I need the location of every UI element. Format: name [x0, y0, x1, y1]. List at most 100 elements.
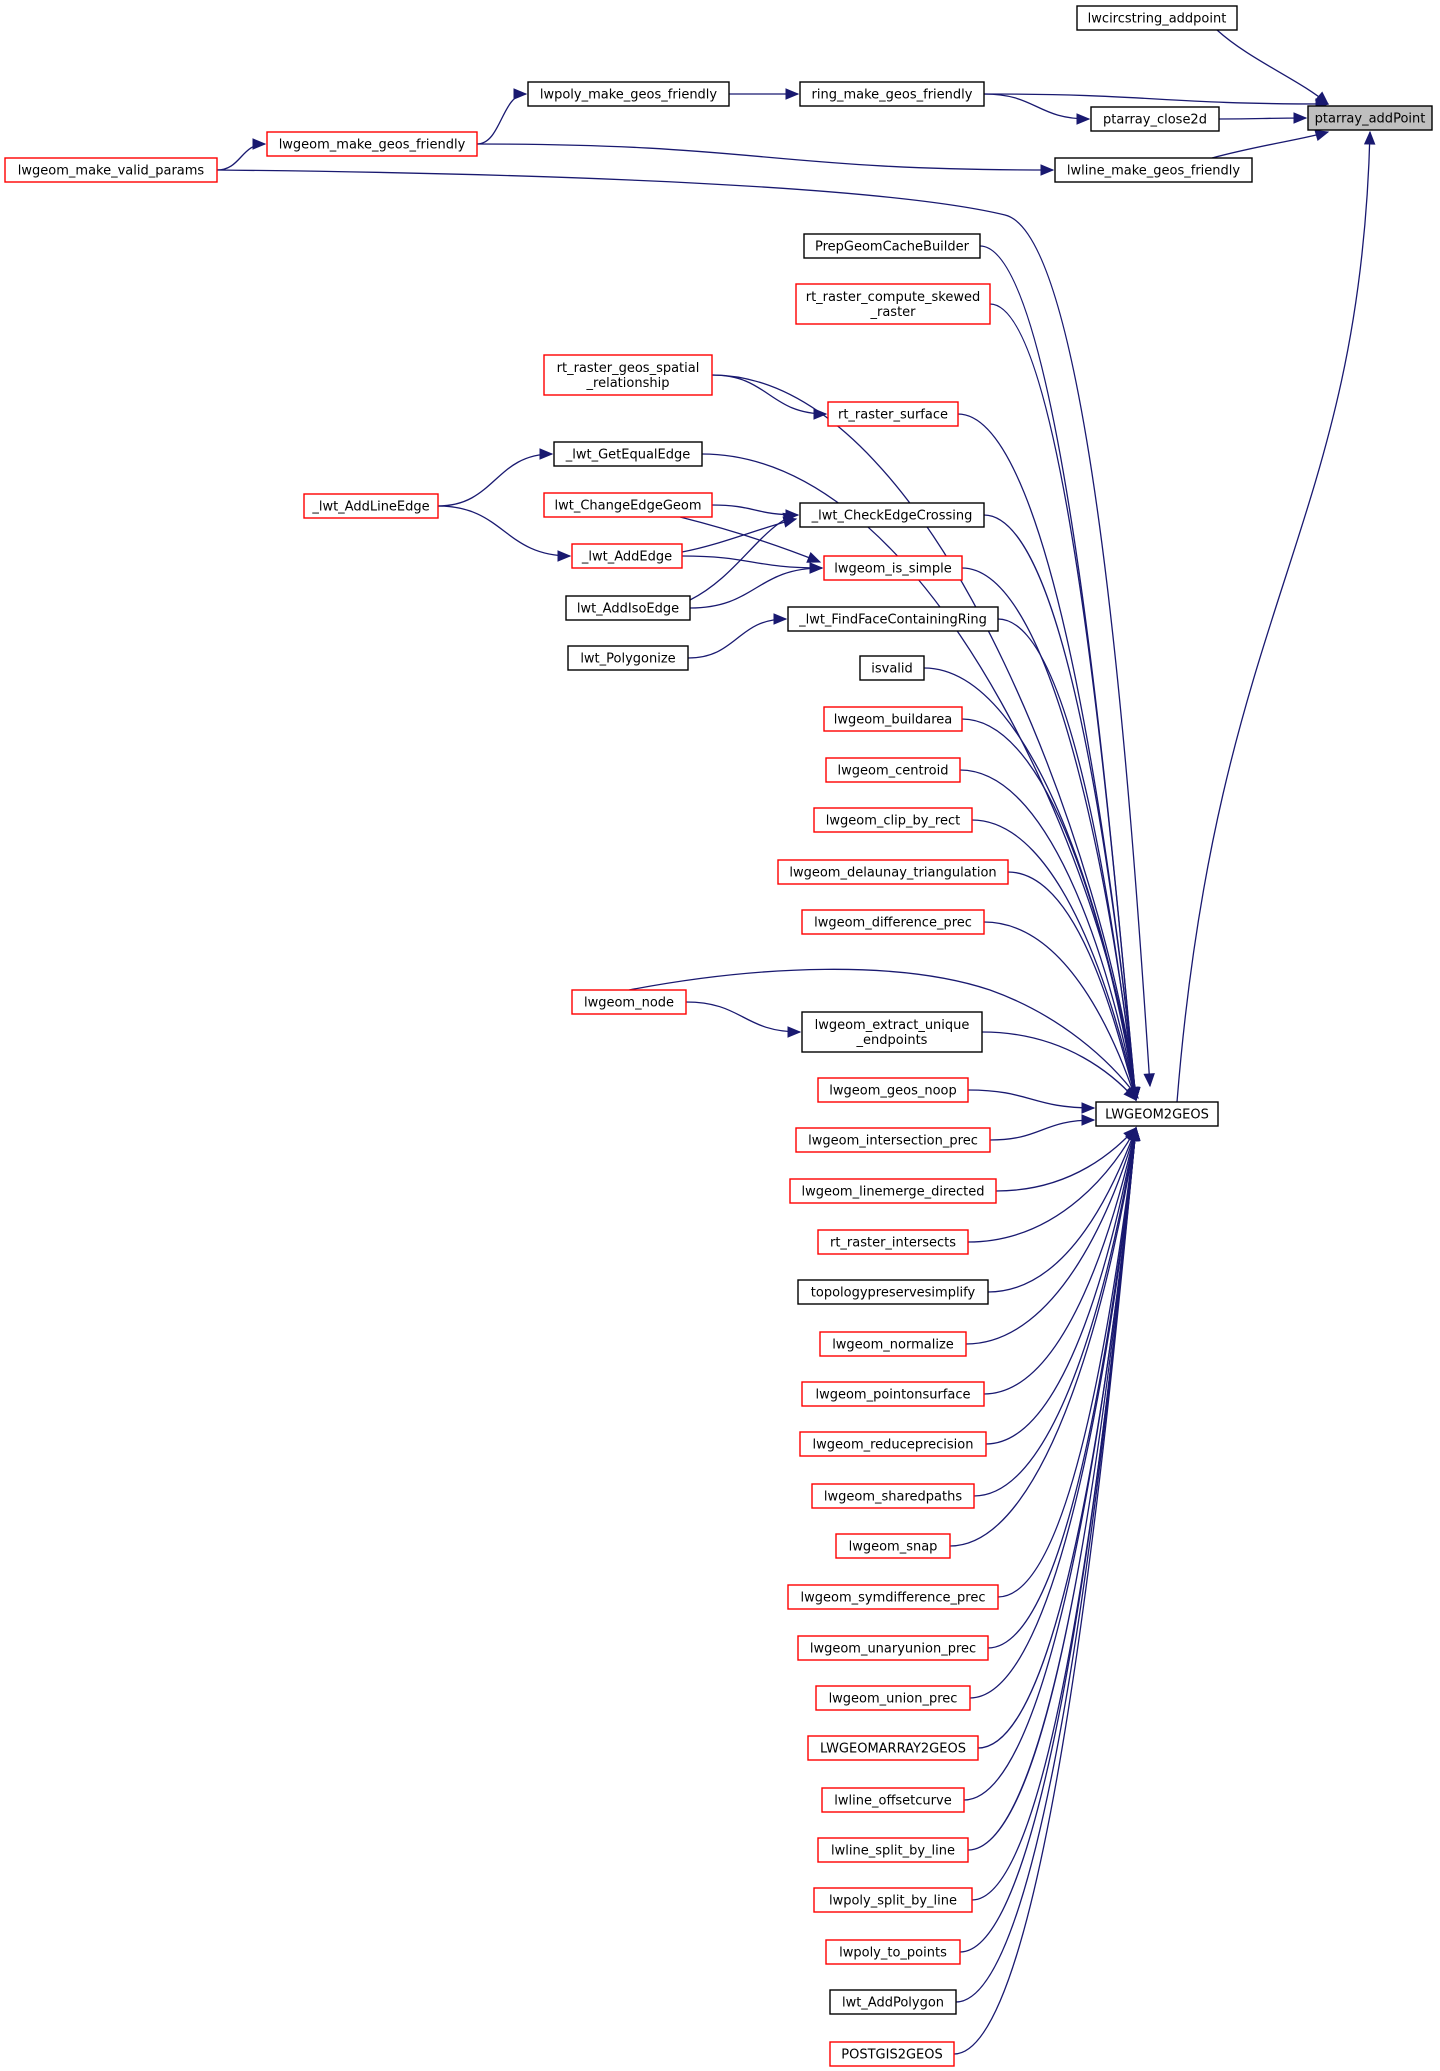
node-PrepGeomCacheBuilder[interactable]: PrepGeomCacheBuilder: [803, 233, 981, 259]
node-lwgeom_is_simple[interactable]: lwgeom_is_simple: [823, 555, 963, 581]
node-box-rt_raster_surface[interactable]: [827, 401, 959, 427]
node-lwgeom_delaunay_triangulation[interactable]: lwgeom_delaunay_triangulation: [777, 859, 1009, 885]
node-lwgeom_geos_noop[interactable]: lwgeom_geos_noop: [817, 1077, 969, 1103]
node-lwline_split_by_line[interactable]: lwline_split_by_line: [817, 1837, 969, 1863]
node-box-_lwt_AddEdge[interactable]: [571, 543, 683, 569]
node-LWGEOMARRAY2GEOS[interactable]: LWGEOMARRAY2GEOS: [807, 1735, 979, 1761]
node-box-lwgeom_difference_prec[interactable]: [801, 909, 985, 935]
node-POSTGIS2GEOS[interactable]: POSTGIS2GEOS: [829, 2041, 955, 2067]
node-lwgeom_node[interactable]: lwgeom_node: [571, 989, 687, 1015]
node-lwpoly_make_geos_friendly[interactable]: lwpoly_make_geos_friendly: [527, 81, 730, 107]
node-box-lwline_split_by_line[interactable]: [817, 1837, 969, 1863]
node-lwgeom_clip_by_rect[interactable]: lwgeom_clip_by_rect: [813, 807, 973, 833]
node-box-lwcircstring_addpoint[interactable]: [1076, 5, 1238, 31]
node-rt_raster_intersects[interactable]: rt_raster_intersects: [817, 1229, 969, 1255]
node-rt_raster_surface[interactable]: rt_raster_surface: [827, 401, 959, 427]
node-lwgeom_union_prec[interactable]: lwgeom_union_prec: [815, 1685, 971, 1711]
node-box-lwgeom_linemerge_directed[interactable]: [789, 1178, 997, 1204]
node-_lwt_AddLineEdge[interactable]: _lwt_AddLineEdge: [303, 493, 439, 519]
node-lwline_offsetcurve[interactable]: lwline_offsetcurve: [821, 1787, 965, 1813]
node-_lwt_GetEqualEdge[interactable]: _lwt_GetEqualEdge: [553, 441, 703, 467]
node-lwgeom_difference_prec[interactable]: lwgeom_difference_prec: [801, 909, 985, 935]
node-topologypreservesimplify[interactable]: topologypreservesimplify: [797, 1279, 989, 1305]
node-box-ring_make_geos_friendly[interactable]: [799, 81, 985, 107]
node-ring_make_geos_friendly[interactable]: ring_make_geos_friendly: [799, 81, 985, 107]
node-lwgeom_symdifference_prec[interactable]: lwgeom_symdifference_prec: [787, 1584, 999, 1610]
node-box-LWGEOM2GEOS[interactable]: [1095, 1101, 1219, 1127]
node-box-lwgeom_union_prec[interactable]: [815, 1685, 971, 1711]
node-box-lwgeom_delaunay_triangulation[interactable]: [777, 859, 1009, 885]
node-box-lwgeom_sharedpaths[interactable]: [811, 1483, 975, 1509]
node-box-ptarray_addPoint[interactable]: [1307, 105, 1433, 131]
node-box-LWGEOMARRAY2GEOS[interactable]: [807, 1735, 979, 1761]
node-_lwt_AddEdge[interactable]: _lwt_AddEdge: [571, 543, 683, 569]
node-box-lwt_ChangeEdgeGeom[interactable]: [543, 492, 713, 518]
node-box-lwgeom_geos_noop[interactable]: [817, 1077, 969, 1103]
node-box-lwgeom_reduceprecision[interactable]: [799, 1431, 987, 1457]
node-box-lwgeom_intersection_prec[interactable]: [795, 1127, 991, 1153]
node-lwt_Polygonize[interactable]: lwt_Polygonize: [567, 645, 689, 671]
node-box-lwt_Polygonize[interactable]: [567, 645, 689, 671]
node-box-lwpoly_to_points[interactable]: [825, 1939, 961, 1965]
node-isvalid[interactable]: isvalid: [859, 655, 925, 681]
node-lwgeom_make_valid_params[interactable]: lwgeom_make_valid_params: [4, 157, 218, 183]
node-box-PrepGeomCacheBuilder[interactable]: [803, 233, 981, 259]
node-lwt_AddIsoEdge[interactable]: lwt_AddIsoEdge: [565, 595, 691, 621]
node-lwt_ChangeEdgeGeom[interactable]: lwt_ChangeEdgeGeom: [543, 492, 713, 518]
node-box-_lwt_FindFaceContainingRing[interactable]: [787, 606, 999, 632]
node-box-lwgeom_is_simple[interactable]: [823, 555, 963, 581]
node-ptarray_close2d[interactable]: ptarray_close2d: [1090, 106, 1220, 132]
node-box-lwline_make_geos_friendly[interactable]: [1054, 157, 1253, 183]
node-box-lwgeom_extract_unique_endpoints[interactable]: [801, 1011, 983, 1053]
node-lwcircstring_addpoint[interactable]: lwcircstring_addpoint: [1076, 5, 1238, 31]
node-box-lwt_AddIsoEdge[interactable]: [565, 595, 691, 621]
node-box-lwgeom_normalize[interactable]: [819, 1331, 967, 1357]
node-ptarray_addPoint[interactable]: ptarray_addPoint: [1307, 105, 1433, 131]
node-box-lwpoly_make_geos_friendly[interactable]: [527, 81, 730, 107]
node-box-lwgeom_centroid[interactable]: [825, 757, 961, 783]
node-lwgeom_centroid[interactable]: lwgeom_centroid: [825, 757, 961, 783]
node-LWGEOM2GEOS[interactable]: LWGEOM2GEOS: [1095, 1101, 1219, 1127]
node-box-lwgeom_clip_by_rect[interactable]: [813, 807, 973, 833]
node-box-rt_raster_intersects[interactable]: [817, 1229, 969, 1255]
node-_lwt_FindFaceContainingRing[interactable]: _lwt_FindFaceContainingRing: [787, 606, 999, 632]
node-box-lwgeom_unaryunion_prec[interactable]: [797, 1635, 989, 1661]
node-lwgeom_reduceprecision[interactable]: lwgeom_reduceprecision: [799, 1431, 987, 1457]
node-lwgeom_normalize[interactable]: lwgeom_normalize: [819, 1331, 967, 1357]
node-box-topologypreservesimplify[interactable]: [797, 1279, 989, 1305]
node-lwt_AddPolygon[interactable]: lwt_AddPolygon: [829, 1989, 957, 2015]
node-box-lwgeom_symdifference_prec[interactable]: [787, 1584, 999, 1610]
node-rt_raster_compute_skewed_raster[interactable]: rt_raster_compute_skewed_raster: [795, 283, 991, 325]
node-_lwt_CheckEdgeCrossing[interactable]: _lwt_CheckEdgeCrossing: [799, 502, 985, 528]
node-rt_raster_geos_spatial_relationship[interactable]: rt_raster_geos_spatial_relationship: [543, 354, 713, 396]
node-lwline_make_geos_friendly[interactable]: lwline_make_geos_friendly: [1054, 157, 1253, 183]
node-box-lwgeom_snap[interactable]: [835, 1533, 951, 1559]
node-box-lwt_AddPolygon[interactable]: [829, 1989, 957, 2015]
node-lwgeom_intersection_prec[interactable]: lwgeom_intersection_prec: [795, 1127, 991, 1153]
node-lwgeom_unaryunion_prec[interactable]: lwgeom_unaryunion_prec: [797, 1635, 989, 1661]
node-box-lwline_offsetcurve[interactable]: [821, 1787, 965, 1813]
node-box-_lwt_GetEqualEdge[interactable]: [553, 441, 703, 467]
node-box-isvalid[interactable]: [859, 655, 925, 681]
node-lwgeom_make_geos_friendly[interactable]: lwgeom_make_geos_friendly: [266, 131, 478, 157]
node-box-lwgeom_pointonsurface[interactable]: [801, 1381, 985, 1407]
node-lwgeom_snap[interactable]: lwgeom_snap: [835, 1533, 951, 1559]
node-box-rt_raster_geos_spatial_relationship[interactable]: [543, 354, 713, 396]
node-box-ptarray_close2d[interactable]: [1090, 106, 1220, 132]
node-box-rt_raster_compute_skewed_raster[interactable]: [795, 283, 991, 325]
node-box-lwgeom_buildarea[interactable]: [823, 706, 963, 732]
node-box-lwpoly_split_by_line[interactable]: [813, 1887, 973, 1913]
node-lwpoly_to_points[interactable]: lwpoly_to_points: [825, 1939, 961, 1965]
node-box-lwgeom_make_geos_friendly[interactable]: [266, 131, 478, 157]
node-lwgeom_pointonsurface[interactable]: lwgeom_pointonsurface: [801, 1381, 985, 1407]
node-lwgeom_sharedpaths[interactable]: lwgeom_sharedpaths: [811, 1483, 975, 1509]
node-lwpoly_split_by_line[interactable]: lwpoly_split_by_line: [813, 1887, 973, 1913]
node-lwgeom_extract_unique_endpoints[interactable]: lwgeom_extract_unique_endpoints: [801, 1011, 983, 1053]
node-lwgeom_buildarea[interactable]: lwgeom_buildarea: [823, 706, 963, 732]
node-box-lwgeom_node[interactable]: [571, 989, 687, 1015]
node-lwgeom_linemerge_directed[interactable]: lwgeom_linemerge_directed: [789, 1178, 997, 1204]
node-box-_lwt_CheckEdgeCrossing[interactable]: [799, 502, 985, 528]
node-box-POSTGIS2GEOS[interactable]: [829, 2041, 955, 2067]
node-box-_lwt_AddLineEdge[interactable]: [303, 493, 439, 519]
node-box-lwgeom_make_valid_params[interactable]: [4, 157, 218, 183]
